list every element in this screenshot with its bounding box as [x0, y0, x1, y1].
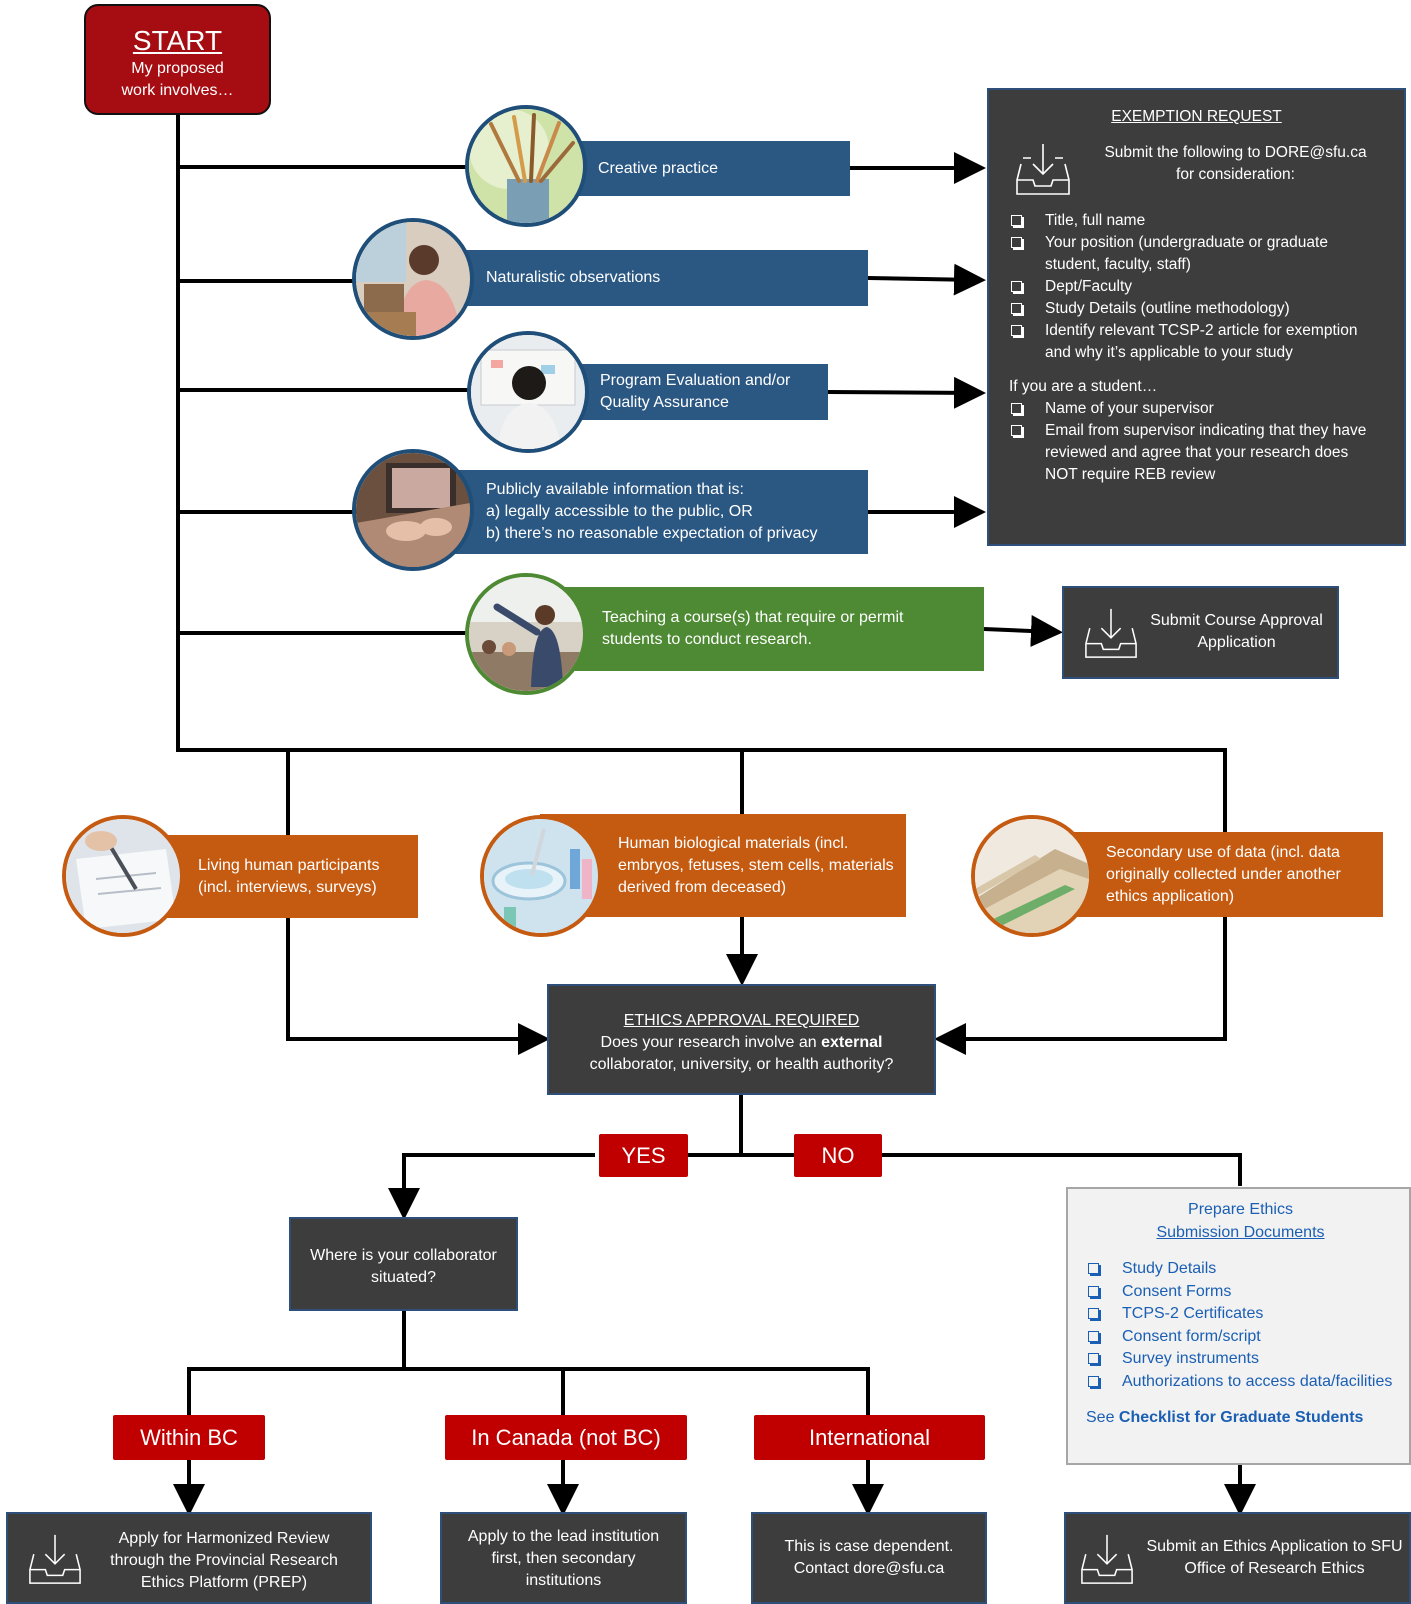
prepare-item: Consent Forms: [1086, 1281, 1395, 1304]
inbox-tray-icon: [29, 1534, 81, 1584]
ethics-question-bold: external: [821, 1034, 883, 1051]
man-at-laptop-photo: [352, 218, 474, 340]
student-checklist: Name of your supervisor Email from super…: [1009, 398, 1384, 486]
exemption-item: Title, full name: [1009, 210, 1384, 232]
student-at-whiteboard-photo: [467, 331, 589, 453]
collaborator-question-label: Where is your collaborator situated?: [310, 1247, 497, 1286]
public-info-line-1: Publicly available information that is:: [486, 481, 744, 498]
lab-glassware-photo: [480, 815, 602, 937]
program-evaluation-label: Program Evaluation and/or Quality Assura…: [600, 372, 791, 411]
checklist-line: See Checklist for Graduate Students: [1086, 1409, 1364, 1426]
case-dependent-label: This is case dependent. Contact dore@sfu…: [784, 1538, 954, 1577]
prepare-item: Survey instruments: [1086, 1348, 1395, 1371]
yes-label: YES: [599, 1134, 688, 1177]
harmonized-review-label: Apply for Harmonized Review through the …: [110, 1530, 338, 1591]
ethics-title: ETHICS APPROVAL REQUIRED: [623, 1012, 860, 1029]
public-info-line-3: b) there’s no reasonable expectation of …: [486, 525, 818, 542]
within-bc-label: Within BC: [113, 1415, 265, 1460]
checklist-link[interactable]: Checklist for Graduate Students: [1118, 1409, 1364, 1426]
naturalistic-label: Naturalistic observations: [486, 269, 661, 286]
exemption-checklist: Title, full name Your position (undergra…: [1009, 210, 1384, 364]
prepare-item: Study Details: [1086, 1258, 1395, 1281]
secondary-use-label: Secondary use of data (incl. data origin…: [1106, 843, 1341, 905]
prepare-ethics-box: Prepare Ethics Submission Documents Stud…: [1066, 1187, 1411, 1465]
start-title: START: [132, 25, 223, 56]
lead-institution-box: Apply to the lead institution first, the…: [440, 1512, 687, 1604]
in-canada-label: In Canada (not BC): [445, 1415, 687, 1460]
paintbrushes-photo: [465, 105, 587, 227]
public-info-line-2: a) legally accessible to the public, OR: [486, 503, 753, 520]
exemption-item: Dept/Faculty: [1009, 276, 1384, 298]
exemption-item: Your position (undergraduate or graduate…: [1009, 232, 1384, 276]
signing-form-photo: [62, 815, 184, 937]
ethics-approval-box: ETHICS APPROVAL REQUIRED Does your resea…: [547, 984, 936, 1095]
exemption-intro: Submit the following to DORE@sfu.ca for …: [1104, 144, 1367, 183]
prepare-item: TCPS-2 Certificates: [1086, 1303, 1395, 1326]
creative-practice-box: Creative practice: [540, 141, 850, 196]
harmonized-review-box: Apply for Harmonized Review through the …: [6, 1512, 372, 1604]
no-label: NO: [794, 1134, 882, 1177]
human-biological-box: Human biological materials (incl. embryo…: [540, 814, 906, 917]
student-heading: If you are a student…: [1009, 378, 1158, 395]
prepare-item: Consent form/script: [1086, 1326, 1395, 1349]
exemption-title: EXEMPTION REQUEST: [1111, 108, 1282, 125]
inbox-tray-icon: [1085, 608, 1137, 658]
exemption-item: Identify relevant TCSP-2 article for exe…: [1009, 320, 1384, 364]
public-info-box: Publicly available information that is: …: [420, 470, 868, 554]
course-approval-label: Submit Course Approval Application: [1150, 612, 1323, 651]
program-evaluation-box: Program Evaluation and/or Quality Assura…: [540, 364, 828, 420]
secondary-use-box: Secondary use of data (incl. data origin…: [1030, 832, 1383, 917]
collaborator-question-box: Where is your collaborator situated?: [289, 1217, 518, 1311]
sfu-application-label: Submit an Ethics Application to SFU Offi…: [1146, 1538, 1403, 1577]
student-item: Name of your supervisor: [1009, 398, 1384, 420]
prepare-item: Authorizations to access data/facilities: [1086, 1371, 1395, 1394]
inbox-tray-icon: [1081, 1534, 1133, 1584]
start-line2: work involves…: [121, 82, 234, 99]
inbox-tray-icon: [1016, 144, 1070, 195]
ethics-question: Does your research involve an external c…: [589, 1034, 894, 1073]
prepare-title: Prepare Ethics: [1188, 1201, 1293, 1218]
start-line1: My proposed: [131, 60, 224, 77]
prepare-subtitle: Submission Documents: [1156, 1223, 1325, 1241]
hands-on-laptop-photo: [352, 449, 474, 571]
teaching-label: Teaching a course(s) that require or per…: [602, 609, 904, 648]
naturalistic-box: Naturalistic observations: [420, 250, 868, 306]
lead-institution-label: Apply to the lead institution first, the…: [467, 1528, 660, 1589]
creative-practice-label: Creative practice: [598, 159, 719, 177]
teaching-box: Teaching a course(s) that require or per…: [540, 587, 984, 671]
human-biological-label: Human biological materials (incl. embryo…: [618, 834, 894, 896]
course-approval-box: Submit Course Approval Application: [1062, 586, 1339, 679]
student-item: Email from supervisor indicating that th…: [1009, 420, 1384, 486]
exemption-item: Study Details (outline methodology): [1009, 298, 1384, 320]
prepare-checklist: Study Details Consent Forms TCPS-2 Certi…: [1086, 1258, 1395, 1393]
teacher-in-classroom-photo: [465, 573, 587, 695]
start-box: START My proposed work involves…: [84, 4, 271, 115]
exemption-request-box: EXEMPTION REQUEST Submit the following t…: [987, 88, 1406, 546]
international-label: International: [754, 1415, 985, 1460]
living-human-label: Living human participants (incl. intervi…: [198, 856, 380, 896]
sfu-application-box: Submit an Ethics Application to SFU Offi…: [1064, 1512, 1411, 1604]
case-dependent-box: This is case dependent. Contact dore@sfu…: [751, 1512, 987, 1604]
file-folders-photo: [971, 815, 1093, 937]
